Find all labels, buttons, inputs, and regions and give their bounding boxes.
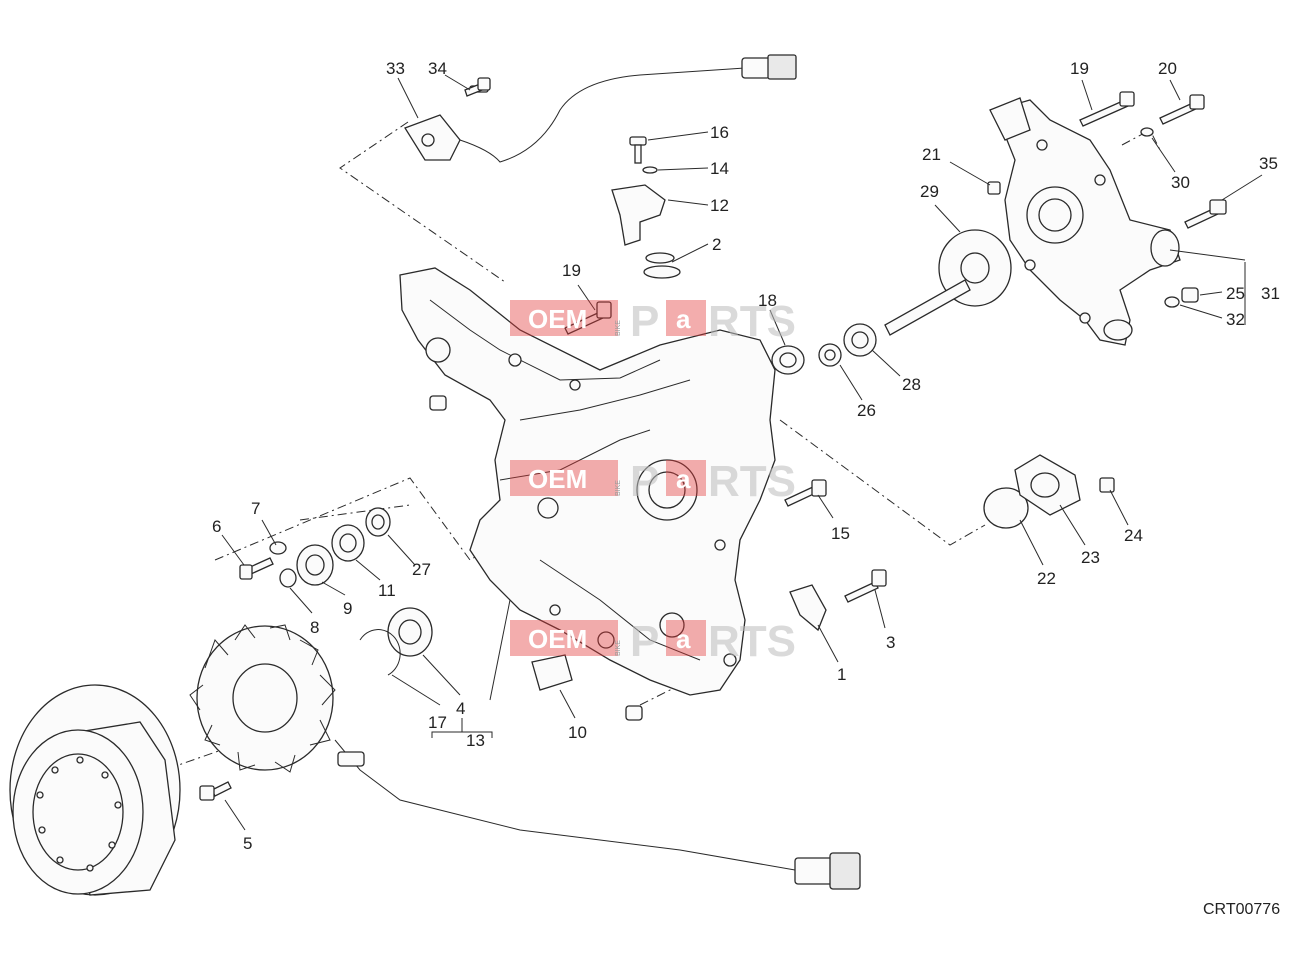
watermark-middle: OEM BIKE P a RTS [510,457,796,506]
callout-30: 30 [1171,173,1190,192]
callout-5: 5 [243,834,252,853]
watermark-oem-text: OEM [528,464,587,494]
callout-16: 16 [710,123,729,142]
callout-13: 13 [466,731,485,750]
flywheel-rotor [9,684,181,896]
leader-lines [221,74,1263,831]
watermark-bottom: OEM BIKE P a RTS [510,617,796,666]
callout-21: 21 [922,145,941,164]
watermark-oem-text: OEM [528,624,587,654]
watermark-a-text: a [676,624,691,654]
watermark-p-text: P [630,617,659,666]
callout-22: 22 [1037,569,1056,588]
callout-33: 33 [386,59,405,78]
callout-4: 4 [456,699,465,718]
callout-7: 7 [251,499,260,518]
callout-18: 18 [758,291,777,310]
sensor-with-cable [404,54,797,163]
watermark-rts-text: RTS [708,297,796,346]
watermark-a-text: a [676,304,691,334]
callout-14: 14 [710,159,729,178]
callout-19-cover: 19 [562,261,581,280]
callout-2: 2 [712,235,721,254]
callout-10: 10 [568,723,587,742]
callout-3: 3 [886,633,895,652]
callout-12: 12 [710,196,729,215]
callout-26: 26 [857,401,876,420]
callout-24: 24 [1124,526,1143,545]
callout-17: 17 [428,713,447,732]
callout-1: 1 [837,665,846,684]
watermark-a-text: a [676,464,691,494]
callout-8: 8 [310,618,319,637]
watermark-rts-text: RTS [708,617,796,666]
water-pump-housing [989,97,1181,346]
callout-28: 28 [902,375,921,394]
callout-labels: 33 34 16 14 12 2 19 18 26 28 19 20 21 30… [212,59,1280,853]
callout-31: 31 [1261,284,1280,303]
watermark-top: OEM BIKE P a RTS [510,297,796,346]
callout-19-pump: 19 [1070,59,1089,78]
watermark-bike-text: BIKE [615,480,622,496]
bolts [199,77,1227,801]
callout-20: 20 [1158,59,1177,78]
callout-34: 34 [428,59,447,78]
watermark-rts-text: RTS [708,457,796,506]
pump-impeller-shaft [771,229,1012,375]
callout-9: 9 [343,599,352,618]
callout-27: 27 [412,560,431,579]
stator [189,624,861,890]
callout-15: 15 [831,524,850,543]
callout-35: 35 [1259,154,1278,173]
watermark-p-text: P [630,457,659,506]
callout-23: 23 [1081,548,1100,567]
callout-11: 11 [378,581,396,600]
generator-cover [399,267,776,721]
callout-6: 6 [212,517,221,536]
callout-25: 25 [1226,284,1245,303]
callout-32: 32 [1226,310,1245,329]
diagram-code: CRT00776 [1203,901,1280,918]
callout-29: 29 [920,182,939,201]
watermark-oem-text: OEM [528,304,587,334]
pickup-sensor-group [611,136,681,279]
clip-and-pad [531,584,827,691]
flange-group [983,454,1081,529]
bearings-and-seals [269,507,433,676]
watermark-bike-text: BIKE [615,640,622,656]
watermark-bike-text: BIKE [615,320,622,336]
watermark-p-text: P [630,297,659,346]
